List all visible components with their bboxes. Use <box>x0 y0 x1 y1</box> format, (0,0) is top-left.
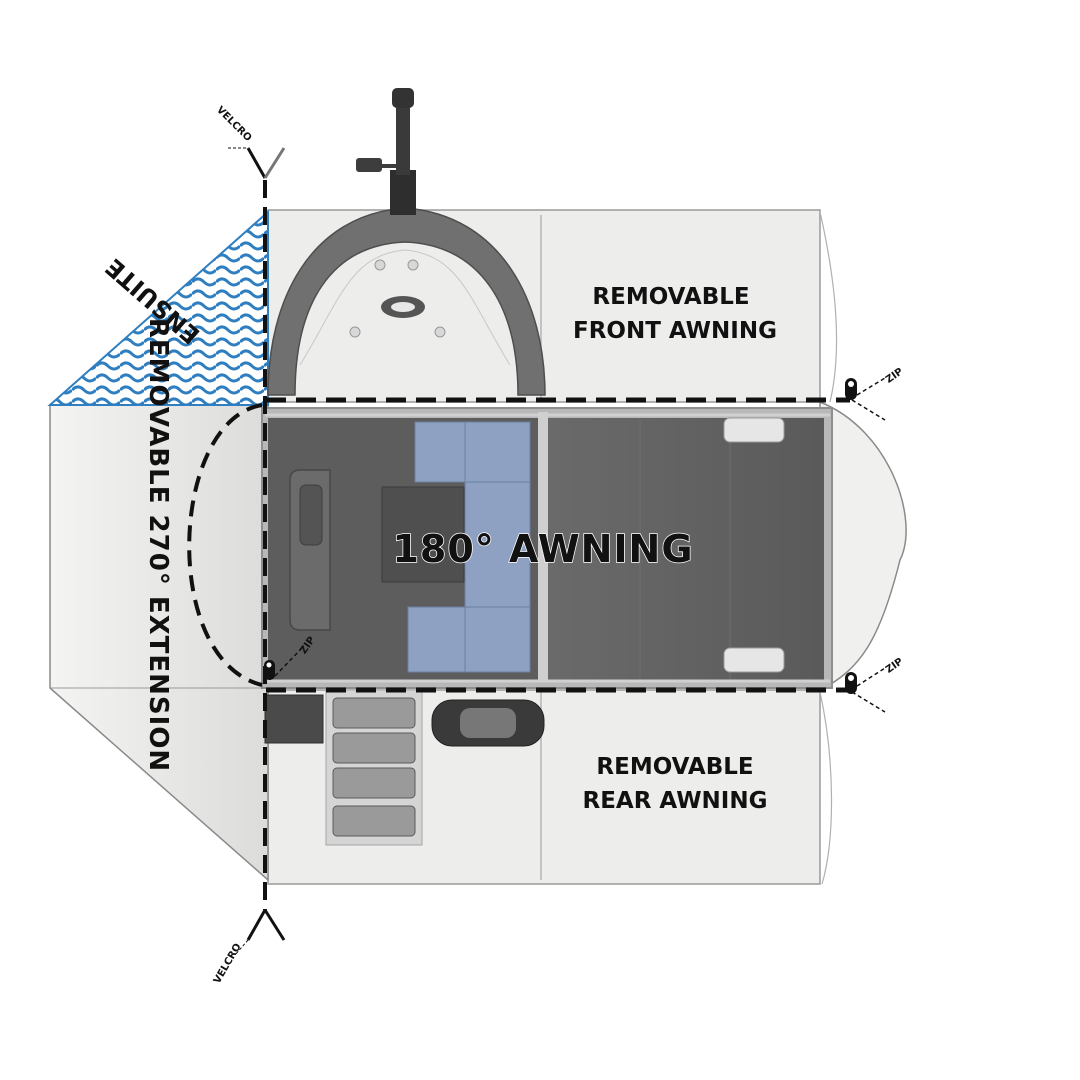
front-arch <box>267 207 546 396</box>
steps <box>325 689 423 846</box>
ensuite-outline <box>47 209 269 406</box>
extension-label: REMOVABLE 270° EXTENSION <box>143 318 173 772</box>
seat-left <box>289 469 331 631</box>
zip-label-bottom-right: ZIP <box>884 656 905 676</box>
bed-pillow-top <box>723 417 785 443</box>
spare-wheel <box>431 699 545 747</box>
awning-right-edge <box>819 211 838 403</box>
velcro-label-bottom: VELCRO <box>212 942 244 986</box>
kitchen-bench <box>381 421 531 673</box>
velcro-marker-bottom <box>234 909 286 956</box>
side-awning-end <box>819 400 907 692</box>
velcro-label-top: VELCRO <box>214 105 253 144</box>
bed-pillow-bottom <box>723 647 785 673</box>
rear-awning-label-line2: REAR AWNING <box>582 788 767 814</box>
velcro-marker-top <box>228 147 286 179</box>
zip-label-top-right: ZIP <box>884 366 905 386</box>
zip-marker-top-right <box>845 377 886 421</box>
rear-awning-label-line1: REMOVABLE <box>596 754 753 780</box>
drawbar <box>356 88 416 215</box>
awning-right-edge-lower <box>819 691 833 885</box>
zip-marker-left <box>264 647 303 680</box>
front-awning-label-line1: REMOVABLE <box>592 284 749 310</box>
main-awning-label: 180° AWNING <box>392 527 693 571</box>
step-box <box>264 694 324 744</box>
zip-marker-bottom-right <box>845 667 886 713</box>
front-awning-label-line2: FRONT AWNING <box>573 318 777 344</box>
dashed-boundaries <box>187 180 850 910</box>
